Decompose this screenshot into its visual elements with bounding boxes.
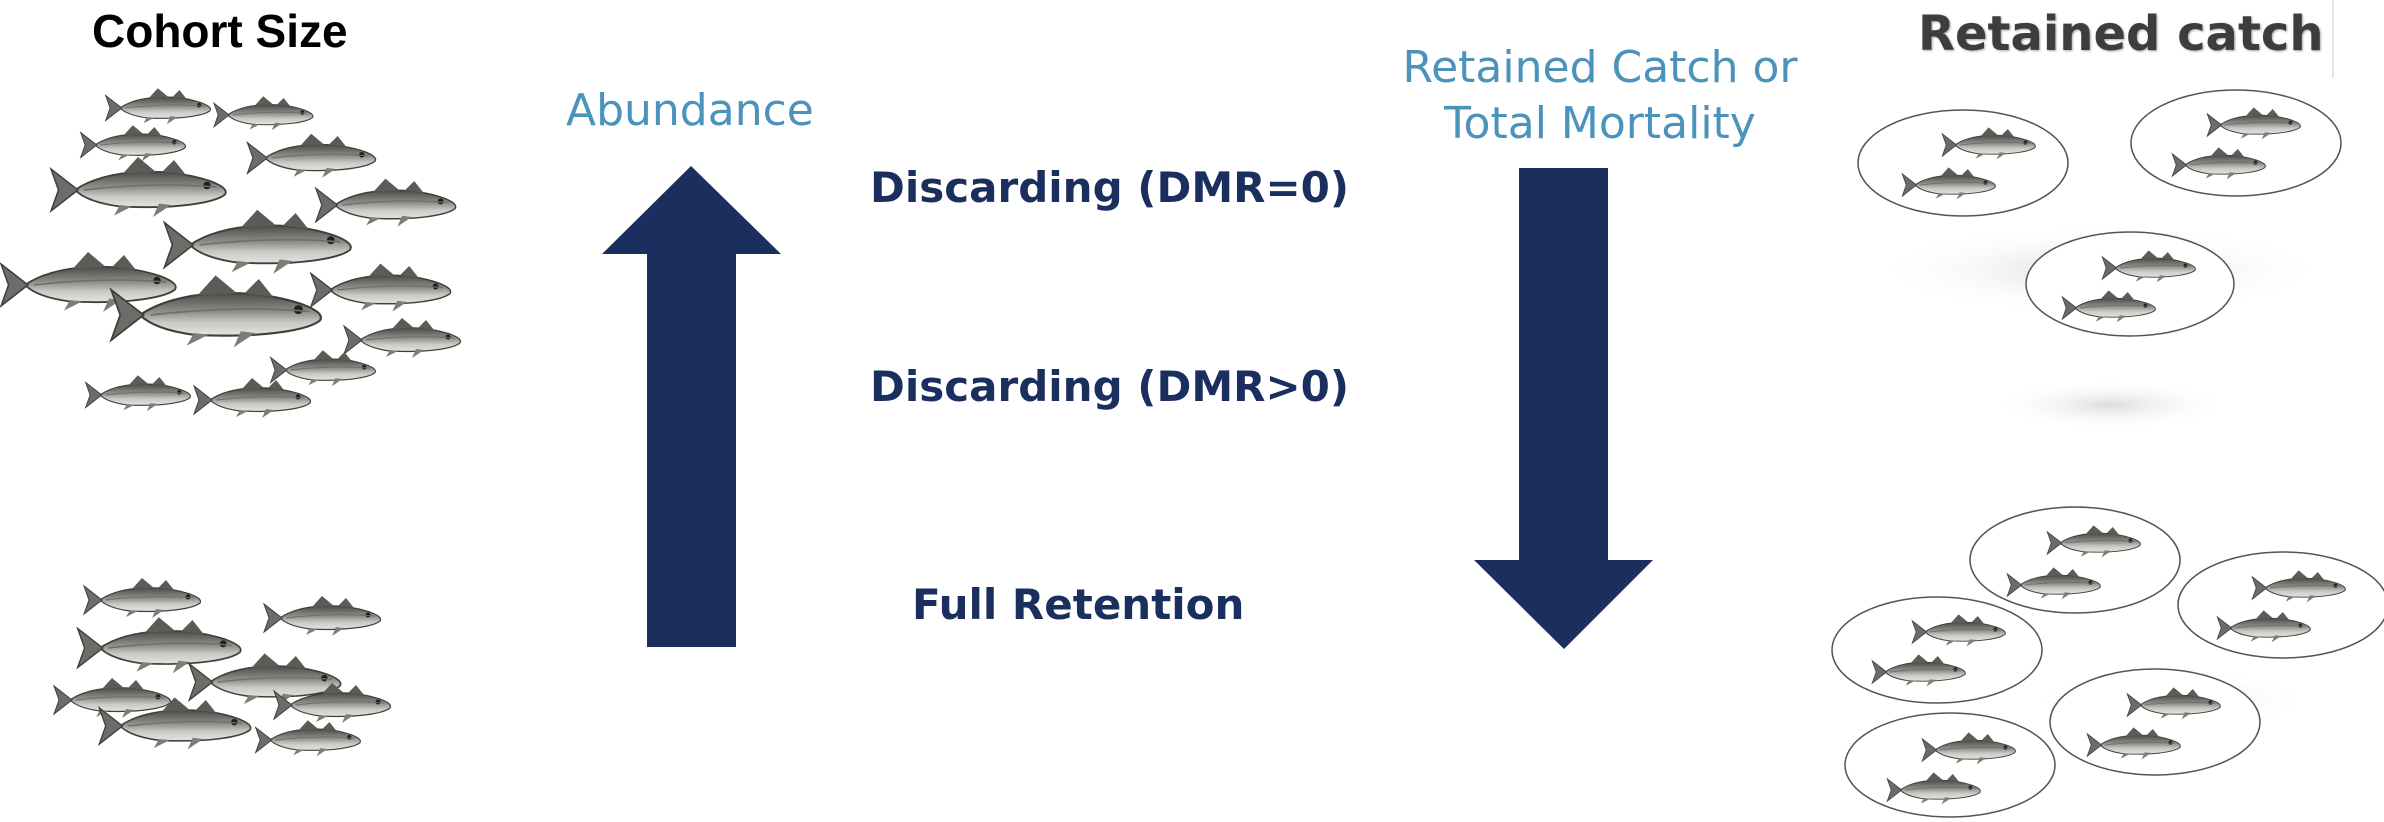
small-fish-school-icon (53, 577, 392, 757)
down-arrow-icon (1474, 168, 1653, 649)
retained-catch-or-mortality-line2: Total Mortality (1444, 98, 1756, 149)
catch-oval-icon (1844, 712, 2056, 818)
catch-oval-icon (1857, 109, 2069, 217)
discarding-dmr0-label: Discarding (DMR=0) (870, 163, 1350, 212)
divider-line (2332, 0, 2334, 78)
shadow-blob (1990, 380, 2230, 430)
catch-oval-icon (2177, 551, 2384, 659)
discarding-dmr-gt0-label: Discarding (DMR>0) (870, 362, 1350, 411)
retained-catch-or-mortality-line1: Retained Catch or (1402, 42, 1798, 93)
catch-oval-icon (2130, 89, 2342, 197)
catch-oval-icon (1969, 506, 2181, 614)
up-arrow-icon (602, 166, 781, 647)
cohort-size-title: Cohort Size (92, 5, 348, 57)
catch-oval-icon (2025, 231, 2235, 337)
large-fish-school-icon (0, 87, 462, 419)
catch-oval-icon (2049, 668, 2261, 776)
full-retention-label: Full Retention (912, 580, 1245, 629)
abundance-label: Abundance (566, 85, 814, 136)
catch-oval-icon (1831, 596, 2043, 704)
retained-catch-title: Retained catch (1918, 6, 2324, 62)
retained-catch-or-mortality-label: Retained Catch or Total Mortality (1360, 40, 1840, 152)
